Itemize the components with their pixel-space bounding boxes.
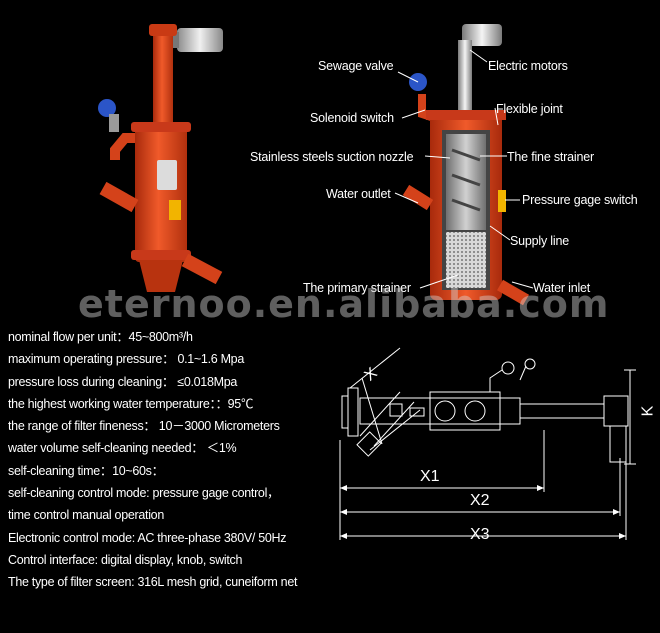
callout-electric-motors: Electric motors (488, 59, 568, 73)
dimension-x2: X2 (470, 492, 490, 509)
callout-sewage-valve: Sewage valve (318, 59, 394, 73)
spec-control-mode: self-cleaning control mode: pressure gag… (8, 486, 280, 501)
callout-solenoid-switch: Solenoid switch (310, 111, 394, 125)
filter-exterior-illustration (98, 24, 223, 292)
filter-cutaway-illustration (402, 24, 529, 306)
spec-list: nominal flow per unit：45~800m³/h maximum… (8, 326, 338, 594)
spec-fineness: the range of filter fineness： 10－3000 Mi… (8, 419, 280, 434)
callout-supply-line: Supply line (510, 234, 569, 248)
callout-flexible-joint: Flexible joint (496, 102, 563, 116)
spec-filter-screen: The type of filter screen: 316L mesh gri… (8, 575, 298, 590)
spec-cleaning-time: self-cleaning time：10~60s： (8, 463, 164, 478)
dimension-k: K (639, 405, 657, 417)
spec-water-volume: water volume self-cleaning needed： ＜1% (8, 441, 237, 456)
callout-water-inlet: Water inlet (533, 281, 591, 295)
dimension-x3: X3 (470, 526, 490, 543)
callout-water-outlet: Water outlet (326, 187, 391, 201)
dimension-x1: X1 (420, 468, 440, 485)
spec-flow: nominal flow per unit：45~800m³/h (8, 330, 193, 344)
spec-interface: Control interface: digital display, knob… (8, 552, 243, 567)
spec-control-mode-cont: time control manual operation (8, 508, 164, 523)
spec-electronic-control: Electronic control mode: AC three-phase … (8, 530, 287, 545)
spec-temperature: the highest working water temperature：：9… (8, 396, 254, 411)
callout-pressure-gage-switch: Pressure gage switch (522, 193, 638, 207)
callout-suction-nozzle: Stainless steels suction nozzle (250, 150, 414, 164)
spec-pressure-loss: pressure loss during cleaning： ≤0.018Mpa (8, 374, 238, 389)
callout-primary-strainer: The primary strainer (303, 281, 411, 295)
dimension-drawing (339, 347, 636, 540)
watermark: eternoo.en.alibaba.com (78, 282, 610, 326)
callout-fine-strainer: The fine strainer (507, 150, 594, 164)
callout-leaders (394, 49, 534, 289)
spec-pressure: maximum operating pressure： 0.1~1.6 Mpa (8, 352, 244, 367)
